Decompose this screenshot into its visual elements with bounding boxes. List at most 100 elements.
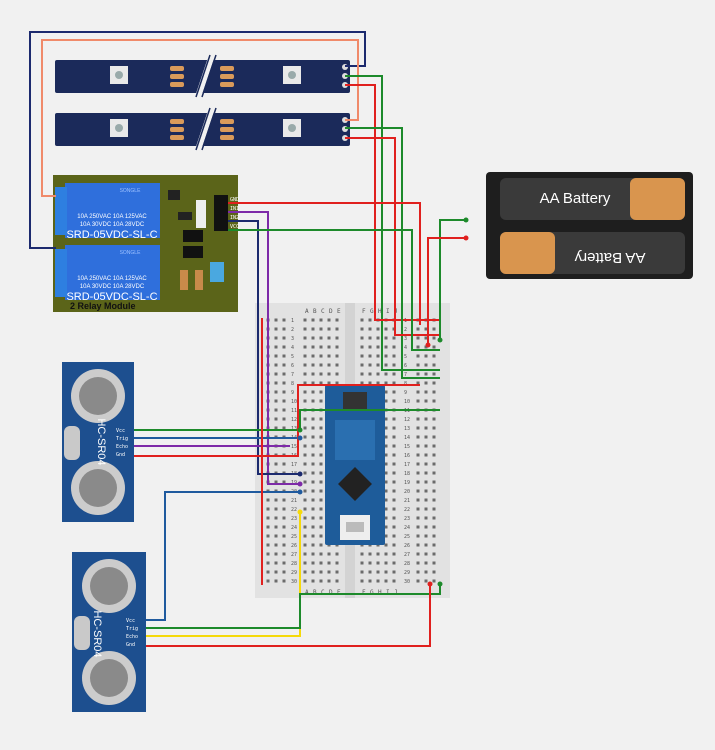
wires [29, 31, 466, 647]
breadboard-hole [282, 570, 286, 574]
breadboard-hole [266, 516, 270, 520]
breadboard-hole [319, 390, 323, 394]
breadboard-hole [282, 507, 286, 511]
breadboard-hole [319, 570, 323, 574]
breadboard-hole [416, 390, 420, 394]
breadboard-hole [392, 570, 396, 574]
wire-green [146, 584, 441, 629]
wire-blue [146, 491, 300, 621]
breadboard-hole [416, 354, 420, 358]
breadboard-hole [266, 525, 270, 529]
breadboard-hole [319, 534, 323, 538]
breadboard-hole [424, 354, 428, 358]
breadboard-hole [432, 471, 436, 475]
breadboard-hole [282, 534, 286, 538]
breadboard-hole [424, 480, 428, 484]
col-letter: A [305, 589, 309, 596]
breadboard-hole [274, 498, 278, 502]
breadboard-hole [274, 480, 278, 484]
row-number: 23 [404, 516, 410, 522]
row-number: 9 [404, 390, 407, 396]
row-number: 5 [291, 354, 294, 360]
breadboard-hole [416, 372, 420, 376]
col-letter: C [321, 589, 325, 596]
breadboard-hole [432, 480, 436, 484]
breadboard-hole [424, 444, 428, 448]
breadboard-hole [432, 372, 436, 376]
row-number: 29 [291, 570, 297, 576]
breadboard-hole [335, 552, 339, 556]
breadboard-hole [311, 552, 315, 556]
arduino-nano [325, 385, 385, 545]
breadboard-hole [274, 354, 278, 358]
breadboard-hole [432, 327, 436, 331]
breadboard-hole [311, 372, 315, 376]
breadboard-hole [424, 471, 428, 475]
breadboard-hole [274, 336, 278, 340]
wire-navy [29, 31, 366, 249]
sensor-model-bottom: HC-SR04 [91, 610, 103, 657]
breadboard-hole [424, 453, 428, 457]
breadboard-hole [319, 507, 323, 511]
breadboard-hole [335, 561, 339, 565]
breadboard-hole [416, 525, 420, 529]
breadboard-hole [416, 363, 420, 367]
breadboard-hole [368, 561, 372, 565]
breadboard-hole [303, 399, 307, 403]
breadboard-hole [432, 381, 436, 385]
breadboard-hole [384, 417, 388, 421]
breadboard-hole [424, 489, 428, 493]
breadboard-hole [424, 345, 428, 349]
breadboard-hole [392, 525, 396, 529]
col-letter: G [370, 308, 374, 315]
breadboard-hole [376, 570, 380, 574]
breadboard-hole [311, 354, 315, 358]
row-number: 18 [404, 471, 410, 477]
breadboard-hole [303, 426, 307, 430]
breadboard-hole [432, 363, 436, 367]
breadboard-hole [392, 579, 396, 583]
breadboard-hole [424, 363, 428, 367]
breadboard-hole [327, 354, 331, 358]
breadboard-hole [384, 354, 388, 358]
breadboard-hole [311, 327, 315, 331]
breadboard-hole [432, 534, 436, 538]
breadboard-hole [416, 570, 420, 574]
breadboard-hole [282, 579, 286, 583]
breadboard-hole [319, 372, 323, 376]
breadboard-hole [327, 327, 331, 331]
breadboard-hole [319, 318, 323, 322]
breadboard-hole [424, 534, 428, 538]
breadboard-hole [416, 516, 420, 520]
breadboard-hole [376, 561, 380, 565]
row-number: 21 [404, 498, 410, 504]
breadboard-hole [274, 516, 278, 520]
breadboard-hole [432, 345, 436, 349]
relay-rating-bottom-2: 10A 30VDC 10A 28VDC [80, 284, 145, 290]
breadboard-hole [282, 408, 286, 412]
breadboard-hole [384, 534, 388, 538]
breadboard-hole [303, 327, 307, 331]
breadboard-hole [335, 579, 339, 583]
breadboard-hole [376, 579, 380, 583]
breadboard-hole [416, 453, 420, 457]
breadboard-hole [282, 543, 286, 547]
battery-holder: AA Battery AA Battery [486, 172, 693, 279]
breadboard-hole [416, 417, 420, 421]
breadboard-hole [327, 561, 331, 565]
breadboard-hole [416, 489, 420, 493]
breadboard-hole [368, 579, 372, 583]
breadboard-hole [274, 345, 278, 349]
relay-rating-bottom-1: 10A 250VAC 10A 125VAC [77, 276, 147, 282]
breadboard-hole [384, 444, 388, 448]
breadboard-hole [266, 543, 270, 547]
breadboard-hole [384, 327, 388, 331]
breadboard-hole [282, 327, 286, 331]
breadboard-hole [303, 471, 307, 475]
row-number: 7 [291, 372, 294, 378]
breadboard-hole [424, 525, 428, 529]
breadboard-hole [303, 363, 307, 367]
col-letter: B [313, 308, 317, 315]
sensor-pin-label: Vcc [126, 618, 135, 624]
breadboard-hole [303, 444, 307, 448]
